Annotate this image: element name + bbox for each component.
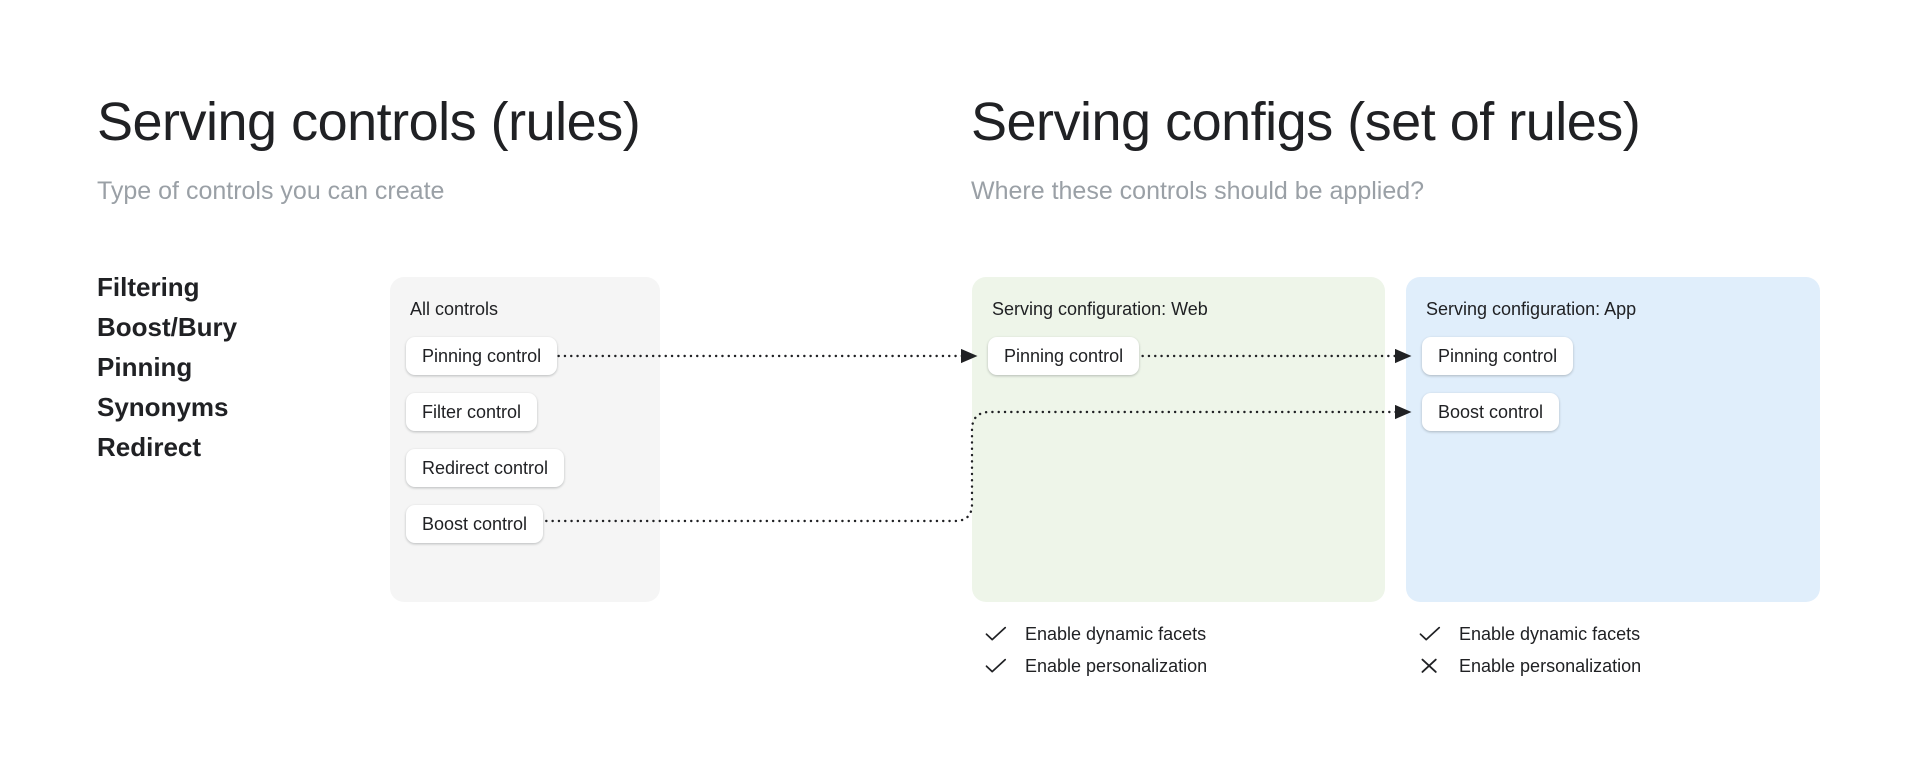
control-type-item-synonyms: Synonyms	[97, 392, 229, 422]
check-icon	[985, 625, 1011, 643]
option-label-web-personalization: Enable personalization	[1025, 655, 1208, 676]
left-column-title: Serving controls (rules)	[97, 92, 641, 152]
chip-all-controls-filter-control[interactable]: Filter control	[406, 393, 538, 431]
control-type-item-filtering: Filtering	[97, 272, 200, 302]
option-row-web-personalization: Enable personalization	[985, 650, 1207, 682]
left-column-subtitle: Type of controls you can create	[97, 177, 445, 205]
panel-all-controls: All controls	[390, 277, 660, 602]
check-icon	[1419, 625, 1445, 643]
panel-serving-config-app-title: Serving configuration: App	[1426, 299, 1637, 319]
chip-all-controls-redirect-control[interactable]: Redirect control	[406, 449, 565, 487]
right-column-subtitle: Where these controls should be applied?	[971, 177, 1425, 205]
option-label-web-dynamic-facets: Enable dynamic facets	[1025, 623, 1207, 644]
check-icon	[985, 657, 1011, 675]
panel-serving-config-app: Serving configuration: App	[1406, 277, 1820, 602]
right-column-title: Serving configs (set of rules)	[971, 92, 1641, 152]
chip-serving-config-app-boost-control[interactable]: Boost control	[1422, 393, 1560, 431]
options-serving-config-app: Enable dynamic facets Enable personaliza…	[1419, 618, 1641, 682]
control-type-item-redirect: Redirect	[97, 432, 202, 462]
option-label-app-personalization: Enable personalization	[1459, 655, 1642, 676]
option-label-app-dynamic-facets: Enable dynamic facets	[1459, 623, 1641, 644]
options-serving-config-web: Enable dynamic facets Enable personaliza…	[985, 618, 1207, 682]
chip-all-controls-boost-control[interactable]: Boost control	[406, 505, 544, 543]
option-row-app-dynamic-facets: Enable dynamic facets	[1419, 618, 1641, 650]
cross-icon	[1419, 657, 1445, 675]
panel-all-controls-title: All controls	[410, 299, 499, 319]
chip-all-controls-pinning-control[interactable]: Pinning control	[406, 337, 558, 375]
option-row-web-dynamic-facets: Enable dynamic facets	[985, 618, 1207, 650]
control-type-list: Filtering Boost/Bury Pinning Synonyms Re…	[97, 267, 357, 467]
chip-serving-config-app-pinning-control[interactable]: Pinning control	[1422, 337, 1574, 375]
panel-serving-config-web-title: Serving configuration: Web	[992, 299, 1208, 319]
chip-serving-config-web-pinning-control[interactable]: Pinning control	[988, 337, 1140, 375]
panel-serving-config-web: Serving configuration: Web	[972, 277, 1385, 602]
option-row-app-personalization: Enable personalization	[1419, 650, 1641, 682]
control-type-item-boost-bury: Boost/Bury	[97, 312, 238, 342]
control-type-item-pinning: Pinning	[97, 352, 193, 382]
